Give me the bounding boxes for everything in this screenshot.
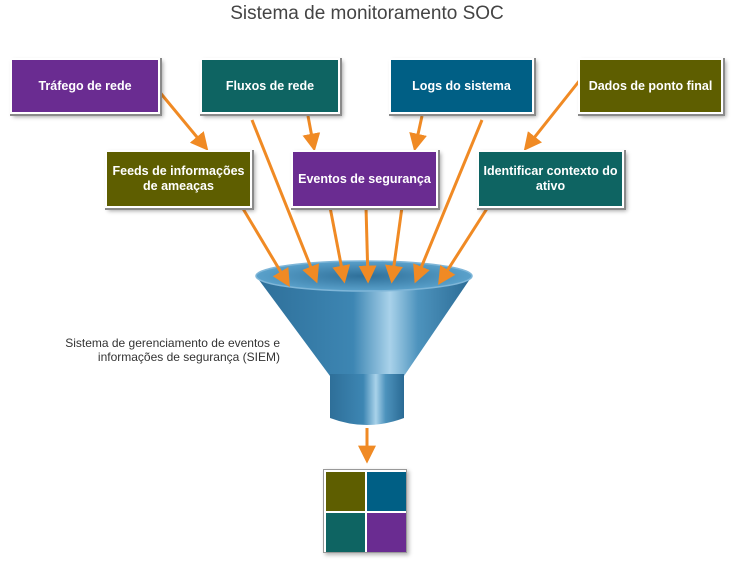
source-label: Logs do sistema [412, 78, 511, 93]
source-identificar-contexto: Identificar contexto do ativo [477, 150, 624, 208]
arrow-dados [523, 79, 582, 151]
source-dados-de-ponto-final: Dados de ponto final [578, 58, 723, 114]
source-label: Identificar contexto do ativo [483, 164, 618, 193]
arrow-eventos-3 [385, 206, 404, 284]
output-cell-4 [367, 513, 406, 552]
funnel-spout [330, 374, 404, 425]
source-logs-do-sistema: Logs do sistema [389, 58, 534, 114]
source-eventos-de-seguranca: Eventos de segurança [291, 150, 438, 208]
source-fluxos-de-rede: Fluxos de rede [200, 58, 340, 114]
arrow-identificar [438, 206, 490, 286]
arrow-trafego [156, 89, 209, 151]
source-label: Eventos de segurança [298, 171, 431, 186]
arrow-logs-funnel [413, 119, 484, 284]
arrow-fluxos [302, 115, 321, 152]
arrow-fluxos-funnel [250, 119, 320, 284]
arrow-eventos-2 [358, 206, 377, 284]
funnel-mouth [255, 260, 473, 292]
output-dashboard-grid [323, 469, 407, 553]
siem-label: Sistema de gerenciamento de eventos e in… [65, 336, 280, 364]
arrow-feeds [240, 206, 290, 288]
arrow-logs [409, 115, 427, 152]
source-label: Feeds de informações de ameaças [112, 164, 245, 193]
funnel-cone [256, 276, 472, 376]
source-trafego-de-rede: Tráfego de rede [10, 58, 160, 114]
source-feeds-de-informacoes: Feeds de informações de ameaças [105, 150, 252, 208]
arrow-eventos-1 [328, 206, 351, 284]
output-cell-1 [326, 472, 365, 511]
source-label: Fluxos de rede [225, 78, 315, 93]
source-label: Tráfego de rede [38, 78, 132, 93]
output-cell-2 [367, 472, 406, 511]
source-label: Dados de ponto final [588, 78, 713, 93]
diagram-title: Sistema de monitoramento SOC [230, 3, 504, 24]
output-cell-3 [326, 513, 365, 552]
